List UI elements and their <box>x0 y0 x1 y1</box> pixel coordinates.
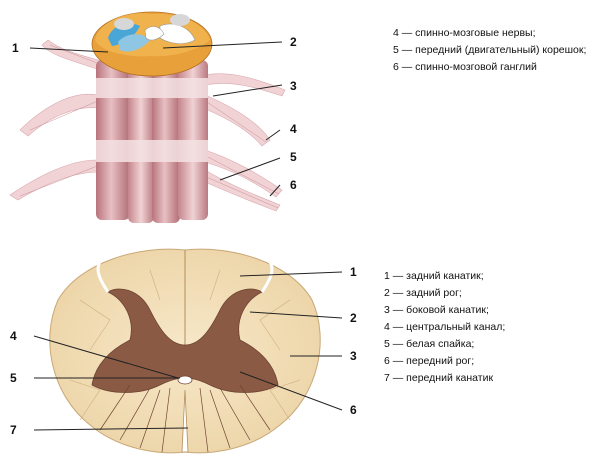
central-canal <box>177 375 193 385</box>
top-callout-2: 2 <box>290 35 297 49</box>
anterior-root-fibres <box>99 384 271 453</box>
top-legend: 4 — спинно-мозговые нервы; 5 — передний … <box>393 25 586 76</box>
bottom-callout-3: 3 <box>350 349 357 363</box>
top-legend-item: 4 — спинно-мозговые нервы; <box>393 27 536 39</box>
bottom-legend-item: 5 — белая спайка; <box>384 338 475 350</box>
top-callout-3: 3 <box>290 79 297 93</box>
bottom-legend-item: 3 — боковой канатик; <box>384 304 489 316</box>
bottom-callout-1: 1 <box>350 265 357 279</box>
top-leaders <box>29 41 283 197</box>
posterior-horn-left <box>96 261 110 293</box>
bottom-legend-item: 2 — задний рог; <box>384 287 462 299</box>
spinal-cord-segment: 1 2 3 4 5 6 <box>9 11 297 223</box>
top-callout-numbers: 1 2 3 4 5 6 <box>12 35 297 192</box>
bottom-callout-4: 4 <box>10 329 17 343</box>
bottom-legend-item: 7 — передний канатик <box>384 372 494 384</box>
white-matter-texture <box>69 269 301 421</box>
bottom-callout-7: 7 <box>10 423 17 437</box>
bottom-callout-numbers: 1 2 3 4 5 6 7 <box>10 265 357 437</box>
bottom-callout-2: 2 <box>350 311 357 325</box>
top-callout-1: 1 <box>12 41 19 55</box>
bottom-callout-6: 6 <box>350 403 357 417</box>
bottom-legend-item: 1 — задний канатик; <box>384 270 484 282</box>
top-callout-6: 6 <box>290 178 297 192</box>
bottom-legend-item: 4 — центральный канал; <box>384 321 506 333</box>
top-legend-item: 5 — передний (двигательный) корешок; <box>393 44 587 56</box>
bottom-callout-5: 5 <box>10 371 17 385</box>
cord-bands <box>96 78 208 162</box>
root-fibres <box>19 44 280 209</box>
bottom-legend-item: 6 — передний рог; <box>384 355 475 367</box>
bottom-legend: 1 — задний канатик; 2 — задний рог; 3 — … <box>384 268 505 387</box>
posterior-horn-right <box>260 261 274 293</box>
top-legend-item: 6 — спинно-мозговой ганглий <box>393 61 537 73</box>
top-callout-4: 4 <box>290 122 297 136</box>
top-callout-5: 5 <box>290 150 297 164</box>
anterior-fissure <box>181 389 189 453</box>
cross-section-cap <box>91 11 213 77</box>
nerve-roots <box>9 39 286 212</box>
spinal-cord-cross-section: 1 2 3 4 5 6 7 <box>10 248 357 454</box>
bottom-leaders <box>33 271 343 431</box>
